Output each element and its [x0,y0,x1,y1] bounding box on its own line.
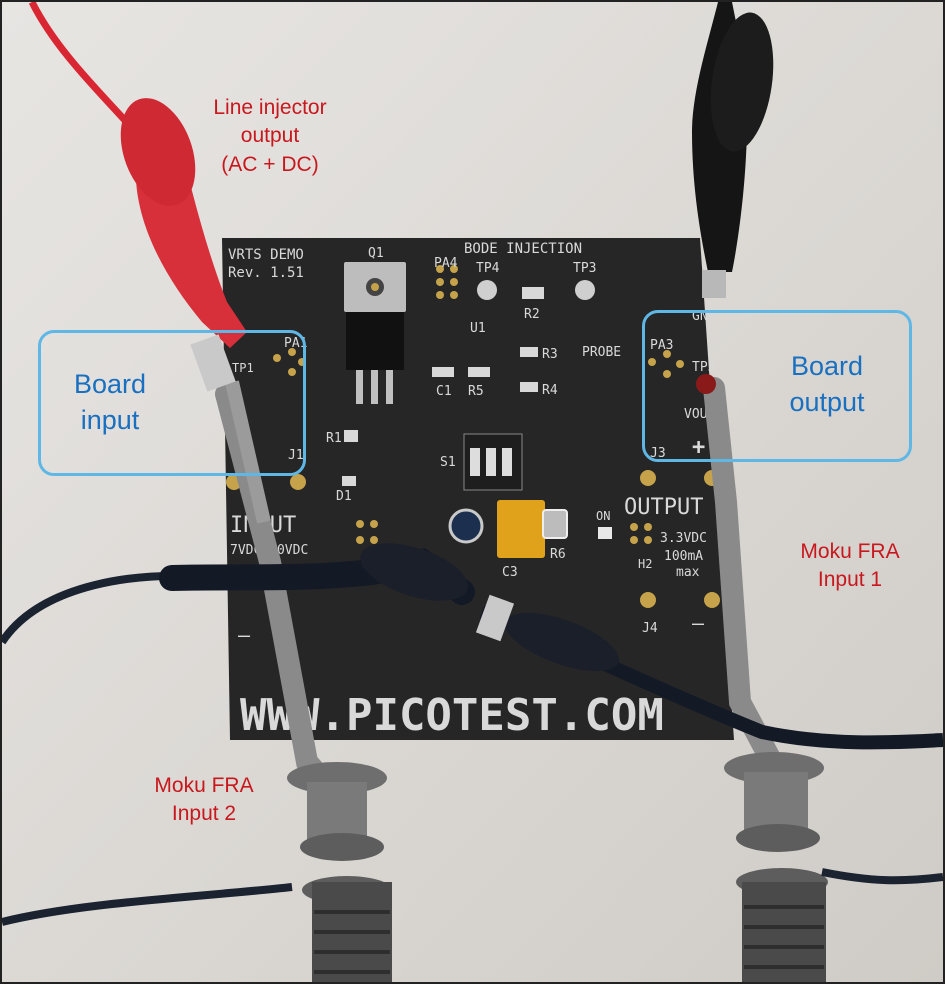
pcb-r4-label: R4 [542,383,558,398]
pcb-tp5-label: TP5 [692,360,715,375]
pcb-voltage-label: 3.3VDC [660,531,707,546]
pcb-tp1-label: TP1 [232,361,254,375]
pcb-c1-label: C1 [436,384,452,399]
pcb-h2-label: H2 [638,557,652,571]
pcb-pa3-label: PA3 [650,338,673,353]
black-gnd-clip [692,2,774,298]
board-input-callout: Board input [73,369,147,436]
line-injector-callout: Line injector output (AC + DC) [213,96,327,176]
c3-capacitor [497,500,545,558]
c2-capacitor [448,508,484,544]
board-output-callout: Board output [789,351,865,418]
pcb-c3-label: C3 [502,565,518,580]
pcb-r3-label: R3 [542,347,558,362]
moku-input-1-callout: Moku FRA Input 1 [800,540,900,592]
pcb-max-label: max [676,565,700,580]
pcb-q1-label: Q1 [368,246,384,261]
pcb-probe-label: PROBE [582,345,621,360]
q1-body [346,312,404,370]
pcb-plus-sign: + [692,435,705,460]
pcb-tp4-label: TP4 [476,261,500,276]
board-output-box [642,310,912,462]
probe-left [215,380,392,982]
red-clip [120,98,247,392]
pcb-on-label: ON [596,509,610,523]
pcb-minus-input: — [238,623,251,647]
pcb-r1-label: R1 [326,431,342,446]
moku-input-2-callout: Moku FRA Input 2 [154,774,254,826]
pcb-tp3-label: TP3 [573,261,596,276]
pcb-d1-label: D1 [336,489,352,504]
pcb-minus-output: — [692,611,705,635]
black-probe-cable-bottom [2,883,293,926]
tp4-post [477,280,497,300]
pcb-r6-label: R6 [550,547,566,562]
pcb-r5-label: R5 [468,384,484,399]
pcb-s1-label: S1 [440,455,456,470]
pcb-current-label: 100mA [664,549,703,564]
pcb-j4-label: J4 [642,621,658,636]
pcb-board [222,238,734,740]
pcb-pa4-label: PA4 [434,256,458,271]
pcb-revision: Rev. 1.51 [228,265,304,281]
pcb-r2-label: R2 [524,307,540,322]
pcb-output-label: OUTPUT [624,495,703,520]
pcb-section-title: BODE INJECTION [464,241,582,257]
tp5-post [696,374,716,394]
pcb-board-name: VRTS DEMO [228,247,304,263]
pcb-u1-label: U1 [470,321,486,336]
tp3-post [575,280,595,300]
board-input-box [38,330,306,476]
pcb-j1-label: J1 [288,448,304,463]
